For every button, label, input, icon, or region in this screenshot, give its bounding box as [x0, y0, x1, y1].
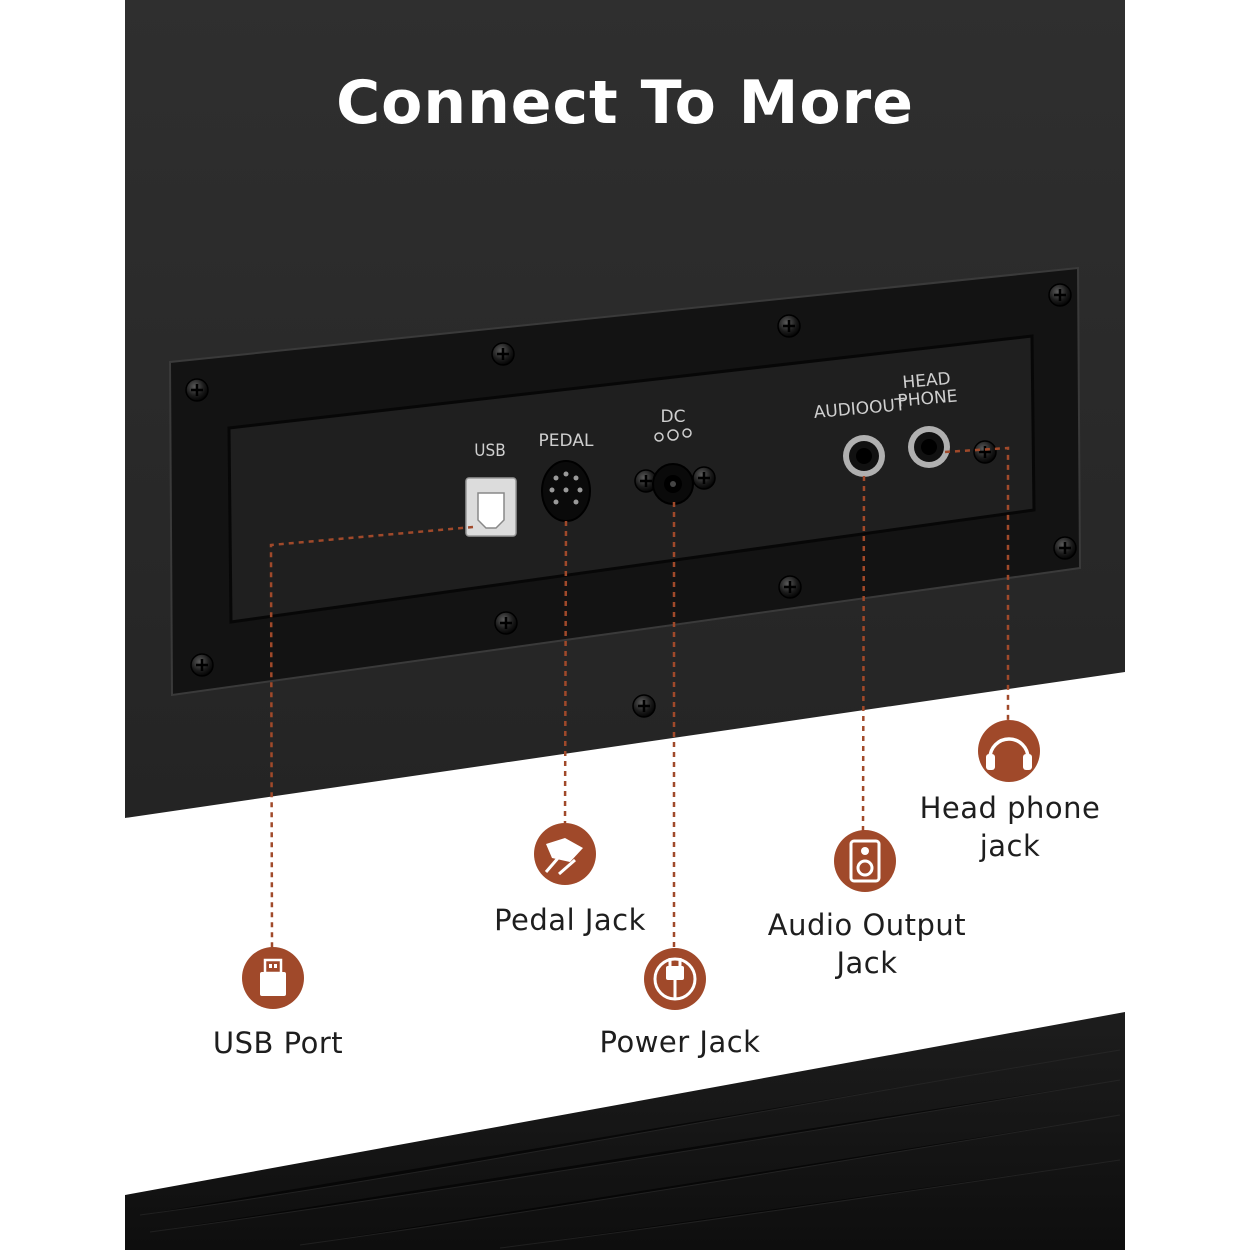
panel-label-pedal: PEDAL [539, 431, 594, 451]
speaker-icon [834, 830, 896, 892]
panel-label-usb: USB [474, 441, 505, 461]
screw [972, 439, 998, 465]
power-plug-icon [644, 948, 706, 1010]
screw [631, 693, 657, 719]
headphone-jack [908, 426, 950, 468]
usb-port-icon [242, 947, 304, 1009]
screw [184, 377, 210, 403]
panel-label-dc: DC [661, 407, 686, 427]
screw [1047, 282, 1073, 308]
pedal-port [541, 460, 591, 522]
screw [777, 574, 803, 600]
dc-jack [652, 463, 694, 505]
screw [691, 465, 717, 491]
callout-label-audio: Audio Output Jack [767, 908, 967, 980]
audio-out-jack [843, 435, 885, 477]
headphones-icon [978, 720, 1040, 782]
callout-label-headphone: Head phone jack [919, 791, 1101, 863]
screw [490, 341, 516, 367]
screw [1052, 535, 1078, 561]
connector-recess [227, 334, 1036, 624]
usb-port [465, 477, 517, 537]
screw [493, 610, 519, 636]
callout-lines [269, 446, 1010, 949]
piano-base [125, 1012, 1125, 1250]
panel-label-head: HEAD [902, 369, 952, 393]
screw [776, 313, 802, 339]
pedal-icon [534, 823, 596, 885]
screw [189, 652, 215, 678]
callout-label-pedal: Pedal Jack [494, 903, 646, 937]
callout-label-usb: USB Port [212, 1026, 344, 1060]
page-title: Connect To More [336, 68, 914, 138]
callout-label-power: Power Jack [599, 1025, 761, 1059]
dc-polarity-symbol [654, 428, 692, 442]
